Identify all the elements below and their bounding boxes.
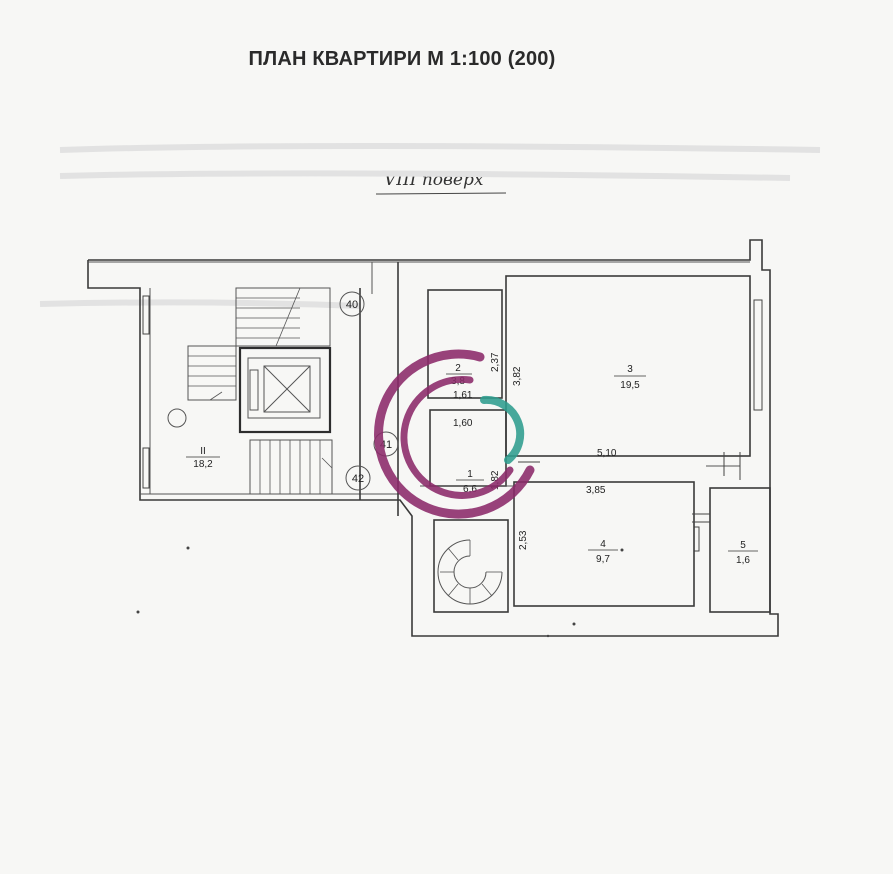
dim-1-60: 1,60 — [453, 418, 473, 429]
dots — [136, 546, 624, 638]
dim-3-82: 3,82 — [512, 366, 523, 386]
spiral-stair — [433, 519, 509, 613]
svg-text:1: 1 — [467, 469, 473, 480]
svg-text:3: 3 — [627, 364, 633, 375]
dim-3-85: 3,85 — [586, 485, 606, 496]
room-4-walls — [513, 481, 695, 607]
svg-text:II: II — [200, 446, 206, 457]
svg-text:9,7: 9,7 — [596, 554, 610, 565]
room-5-walls — [706, 465, 771, 613]
svg-text:1,6: 1,6 — [736, 555, 750, 566]
logo-watermark — [374, 349, 535, 519]
room-label-II: II 18,2 — [186, 446, 220, 470]
svg-text:5: 5 — [740, 540, 746, 551]
room-label-5: 5 1,6 — [728, 540, 758, 566]
dim-1-82: 1,82 — [490, 470, 501, 490]
svg-text:6,6: 6,6 — [463, 484, 477, 495]
dim-2-37: 2,37 — [490, 352, 501, 372]
circle-tag-40: 40 — [339, 291, 365, 317]
corridor-walls — [359, 262, 399, 516]
outer-wall-top — [87, 239, 779, 637]
door-ticks — [518, 452, 741, 523]
room-2-walls — [427, 289, 503, 399]
stairwell — [167, 287, 333, 495]
svg-text:2: 2 — [455, 363, 461, 374]
elevator-cross-box — [238, 346, 332, 434]
plan-title: ПЛАН КВАРТИРИ М 1:100 (200) — [248, 48, 556, 70]
circle-tag-42: 42 — [345, 465, 371, 491]
circle-tag-40-text: 40 — [346, 299, 358, 311]
windows — [142, 295, 763, 552]
scan-ghost-lines — [39, 143, 821, 309]
room-label-3: 3 19,5 — [614, 364, 646, 391]
svg-text:4: 4 — [600, 539, 606, 550]
room-label-1: 1 6,6 — [456, 469, 484, 495]
dim-1-61: 1,61 — [453, 390, 473, 401]
dim-2-53: 2,53 — [518, 530, 529, 550]
svg-text:19,5: 19,5 — [620, 380, 640, 391]
floor-underline — [376, 192, 507, 195]
circle-tag-42-text: 42 — [352, 473, 364, 485]
room-3-walls — [505, 275, 751, 457]
svg-text:18,2: 18,2 — [193, 459, 213, 470]
dim-5-10: 5,10 — [597, 448, 617, 459]
room-label-4: 4 9,7 — [588, 539, 618, 565]
